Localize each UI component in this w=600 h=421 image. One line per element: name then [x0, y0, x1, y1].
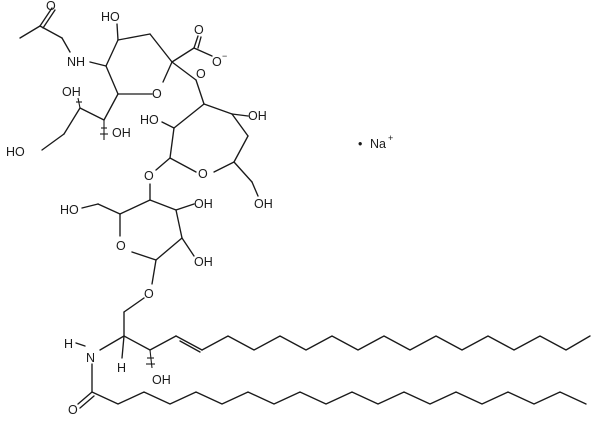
- label-acetyl-o: O: [46, 0, 56, 13]
- ceramide-unit: [75, 297, 591, 409]
- counterion-charge: +: [388, 133, 393, 143]
- label-sialic-c4-oh: HO: [101, 10, 120, 24]
- label-amide-o: O: [68, 403, 78, 417]
- label-glc-ring-o: O: [116, 239, 126, 253]
- label-amide-h: H: [64, 337, 73, 351]
- label-amide-n: N: [86, 351, 95, 365]
- sodium-counterion: • Na +: [358, 133, 393, 151]
- atom-labels: NH HO O O O − O OH OH HO O HO OH O OH O …: [6, 0, 273, 417]
- label-carboxylate-o: O: [212, 55, 222, 69]
- label-gal-ring-o: O: [198, 167, 208, 181]
- label-glycosidic-o1: O: [196, 67, 206, 81]
- counterion-dot: •: [358, 137, 362, 151]
- label-glycerol-oh-mid: OH: [112, 126, 131, 140]
- label-glycosidic-o3: O: [144, 287, 154, 301]
- label-glc-c3-oh: OH: [194, 197, 213, 211]
- label-glc-c2-oh: OH: [194, 255, 213, 269]
- label-c3-oh: OH: [152, 373, 171, 387]
- counterion-label: Na: [370, 137, 386, 151]
- label-glc-c6-ho: HO: [60, 203, 79, 217]
- label-gal-c6-oh: OH: [254, 197, 273, 211]
- label-glycerol-oh-left: OH: [62, 85, 81, 99]
- label-gal-c4-oh: OH: [248, 109, 267, 123]
- label-acetamide-nh: NH: [67, 55, 85, 69]
- label-c2-h: H: [117, 361, 126, 375]
- label-sialic-ring-o: O: [152, 87, 162, 101]
- galactose-unit: [149, 79, 259, 201]
- glucose-unit: [81, 199, 195, 285]
- label-glycerol-terminal-ho: HO: [6, 145, 25, 159]
- label-glycosidic-o2: O: [144, 169, 154, 183]
- sialic-acid-unit: [19, 7, 213, 151]
- label-carboxyl-o: O: [194, 23, 204, 37]
- label-gal-c2-ho: HO: [140, 113, 159, 127]
- label-carboxylate-charge: −: [222, 51, 227, 61]
